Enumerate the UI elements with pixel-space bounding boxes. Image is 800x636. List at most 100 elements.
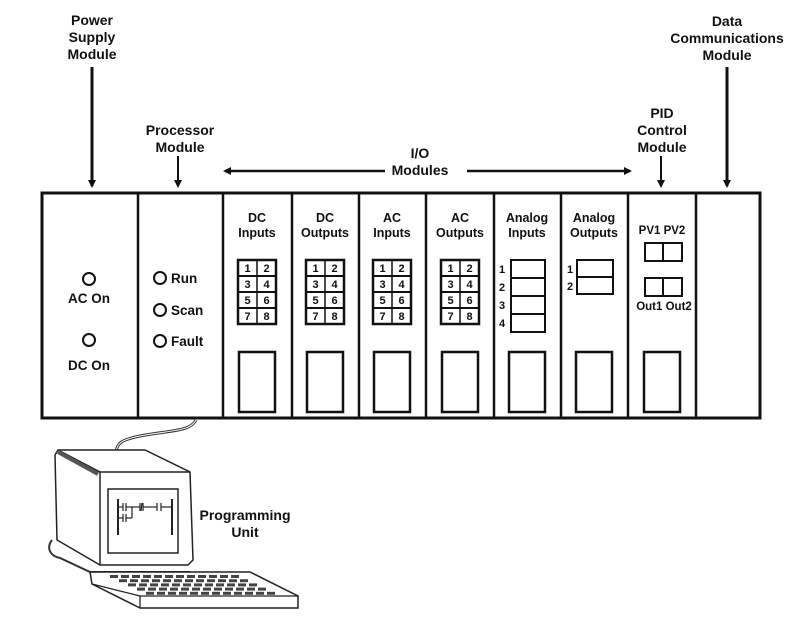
channel-label: 1 bbox=[567, 264, 573, 276]
module-title: Outputs bbox=[570, 226, 618, 240]
processor-module: Run Scan Fault bbox=[153, 271, 204, 349]
channel-label: 2 bbox=[499, 282, 505, 294]
channel-label: 6 bbox=[263, 295, 269, 307]
power-supply-module: AC On DC On bbox=[68, 272, 110, 373]
channel-label: 5 bbox=[447, 295, 453, 307]
ladder-logic-icon bbox=[117, 499, 173, 535]
run-led-icon bbox=[153, 271, 167, 285]
channel-label: 8 bbox=[398, 311, 404, 323]
fault-label: Fault bbox=[171, 334, 204, 349]
callout-line: Module bbox=[703, 47, 752, 63]
analog-output-display bbox=[576, 276, 614, 295]
callout-line: Communications bbox=[670, 30, 784, 46]
channel-label: 2 bbox=[331, 263, 337, 275]
analog-inputs-module: Analog Inputs 1 2 3 4 bbox=[499, 211, 548, 333]
channel-label: 8 bbox=[263, 311, 269, 323]
callout-line: Module bbox=[68, 46, 117, 62]
ac-on-led-icon bbox=[82, 272, 96, 286]
module-title: DC bbox=[248, 211, 266, 225]
io-modules-callout: I/O Modules bbox=[223, 145, 632, 178]
module-title: Analog bbox=[573, 211, 615, 225]
module-title: Inputs bbox=[508, 226, 546, 240]
pid-control-callout: PID Control Module bbox=[637, 105, 687, 188]
channel-label: 5 bbox=[244, 295, 250, 307]
power-supply-callout: Power Supply Module bbox=[68, 12, 117, 188]
out-labels: Out1 Out2 bbox=[636, 301, 692, 313]
channel-label: 3 bbox=[379, 279, 385, 291]
terminal-cover bbox=[440, 350, 480, 414]
channel-label: 6 bbox=[398, 295, 404, 307]
module-title: Analog bbox=[506, 211, 548, 225]
channel-label: 4 bbox=[499, 318, 506, 330]
terminal-covers bbox=[237, 350, 682, 414]
callout-line: Processor bbox=[146, 122, 215, 138]
module-title: Outputs bbox=[436, 226, 484, 240]
terminal-cover bbox=[507, 350, 547, 414]
channel-label: 1 bbox=[499, 264, 505, 276]
channel-label: 6 bbox=[466, 295, 472, 307]
programming-unit: Programming Unit bbox=[48, 419, 299, 609]
terminal-cover bbox=[372, 350, 412, 414]
run-label: Run bbox=[171, 271, 197, 286]
callout-line: Data bbox=[712, 13, 743, 29]
analog-outputs-module: Analog Outputs 12 bbox=[567, 211, 618, 295]
channel-label: 1 bbox=[244, 263, 250, 275]
channel-label: 3 bbox=[244, 279, 250, 291]
module-title: Inputs bbox=[373, 226, 411, 240]
channel-label: 5 bbox=[312, 295, 318, 307]
channel-label: 7 bbox=[447, 311, 453, 323]
module-title: DC bbox=[316, 211, 334, 225]
callout-line: Module bbox=[638, 139, 687, 155]
channel-label: 2 bbox=[398, 263, 404, 275]
cable bbox=[114, 419, 198, 453]
channel-label: 2 bbox=[263, 263, 269, 275]
channel-label: 1 bbox=[379, 263, 385, 275]
keyboard-keys bbox=[110, 575, 275, 595]
scan-led-icon bbox=[153, 303, 167, 317]
ac-on-label: AC On bbox=[68, 291, 110, 306]
monitor-screen bbox=[107, 488, 179, 554]
callout-line: Control bbox=[637, 122, 687, 138]
data-comm-callout: Data Communications Module bbox=[670, 13, 784, 188]
callout-line: Modules bbox=[392, 162, 449, 178]
programming-unit-label: Unit bbox=[231, 524, 259, 540]
channel-label: 8 bbox=[466, 311, 472, 323]
terminal-cover bbox=[305, 350, 345, 414]
terminal-cover bbox=[237, 350, 277, 414]
channel-label: 8 bbox=[331, 311, 337, 323]
dc-on-led-icon bbox=[82, 333, 96, 347]
programming-unit-label: Programming bbox=[199, 507, 290, 523]
module-dividers bbox=[136, 193, 698, 418]
dc-on-label: DC On bbox=[68, 358, 110, 373]
pv-labels: PV1 PV2 bbox=[639, 225, 686, 237]
scan-label: Scan bbox=[171, 303, 203, 318]
channel-label: 6 bbox=[331, 295, 337, 307]
callout-line: Power bbox=[71, 12, 114, 28]
terminal-cover bbox=[642, 350, 682, 414]
channel-label: 3 bbox=[312, 279, 318, 291]
channel-label: 7 bbox=[379, 311, 385, 323]
channel-label: 4 bbox=[398, 279, 405, 291]
module-title: Inputs bbox=[238, 226, 276, 240]
channel-label: 7 bbox=[244, 311, 250, 323]
channel-label: 4 bbox=[331, 279, 338, 291]
terminal-cover bbox=[574, 350, 614, 414]
module-title: Outputs bbox=[301, 226, 349, 240]
channel-label: 7 bbox=[312, 311, 318, 323]
channel-label: 3 bbox=[499, 300, 505, 312]
pid-control-module: PV1 PV2 Out1 Out2 bbox=[636, 225, 692, 313]
channel-label: 1 bbox=[447, 263, 453, 275]
module-title: AC bbox=[451, 211, 469, 225]
channel-label: 3 bbox=[447, 279, 453, 291]
callout-line: PID bbox=[650, 105, 673, 121]
channel-label: 2 bbox=[567, 281, 573, 293]
channel-label: 4 bbox=[466, 279, 473, 291]
channel-label: 1 bbox=[312, 263, 318, 275]
analog-output-channels: 12 bbox=[567, 259, 614, 295]
